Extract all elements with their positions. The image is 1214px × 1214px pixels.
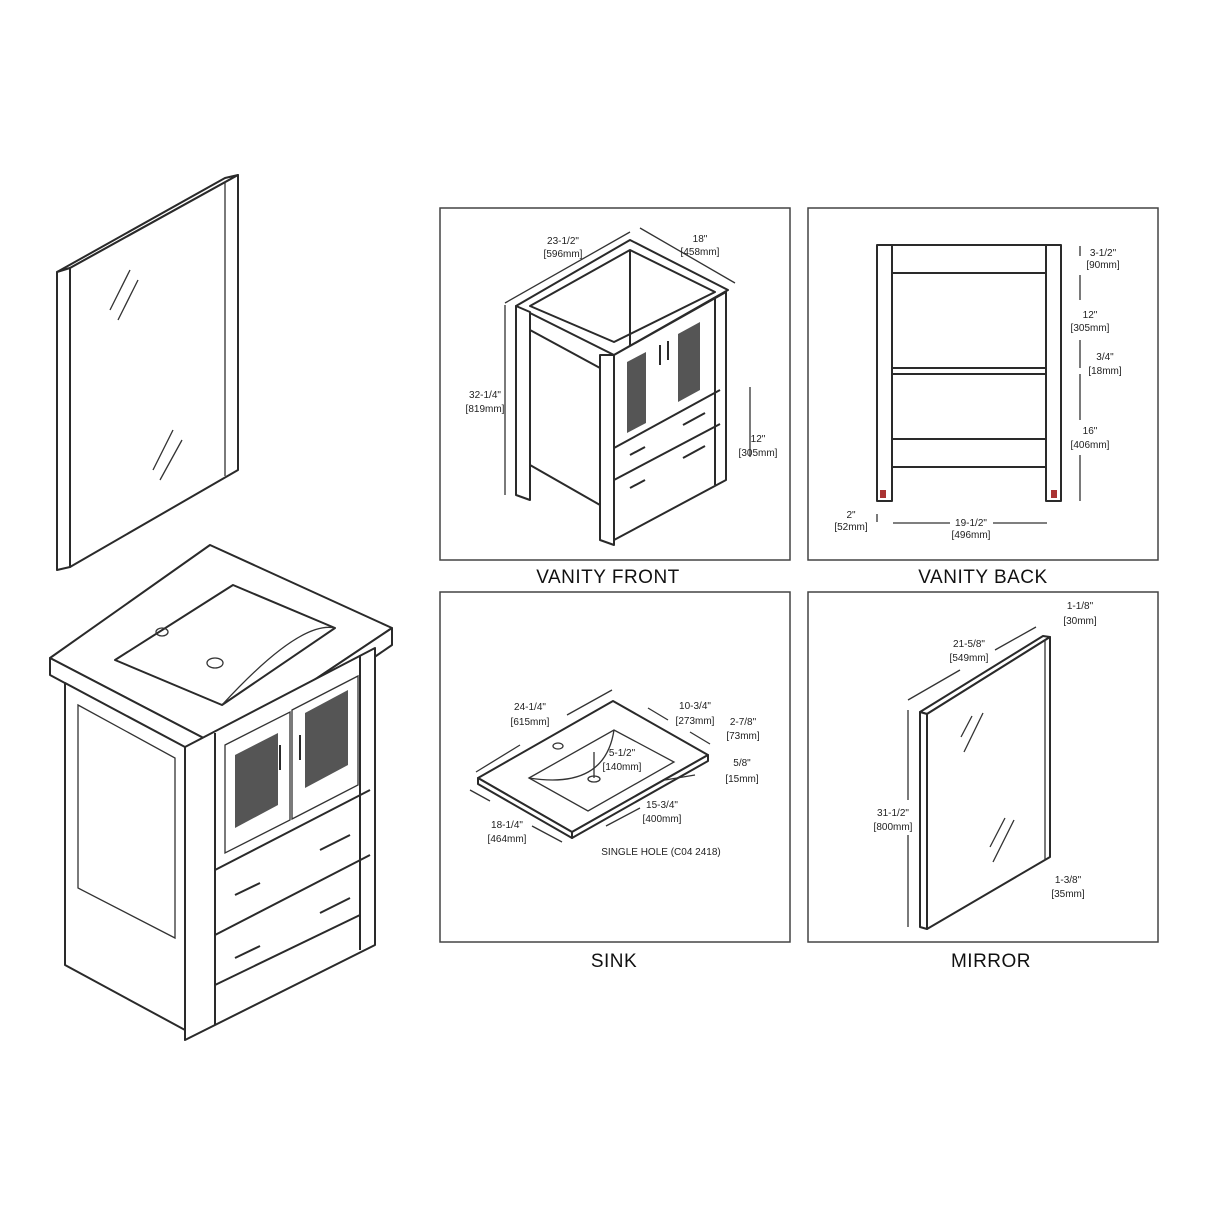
back-inner-in: 19-1/2" bbox=[955, 518, 987, 529]
vanity-illustration bbox=[49, 544, 393, 1041]
back-upper-mm: [305mm] bbox=[1071, 323, 1110, 334]
sink-basin-depth-in: 5-1/2" bbox=[609, 748, 636, 759]
sink-thick-mm: [15mm] bbox=[725, 774, 759, 785]
sink-side-in: 2-7/8" bbox=[730, 717, 757, 728]
front-drawer-in: 12" bbox=[751, 434, 766, 445]
mirror-depth-mm: [30mm] bbox=[1063, 616, 1097, 627]
sink-drawing bbox=[469, 689, 711, 843]
sink-note: SINGLE HOLE (C04 2418) bbox=[601, 847, 721, 858]
front-width-mm: [596mm] bbox=[544, 249, 583, 260]
front-height-in: 32-1/4" bbox=[469, 390, 501, 401]
back-top-mm: [90mm] bbox=[1086, 260, 1120, 271]
back-upper-in: 12" bbox=[1083, 310, 1098, 321]
mirror-width-mm: [549mm] bbox=[950, 653, 989, 664]
mirror-frame-mm: [35mm] bbox=[1051, 889, 1085, 900]
sink-title: SINK bbox=[591, 951, 637, 972]
vanity-front-title: VANITY FRONT bbox=[536, 567, 680, 588]
back-lower-mm: [406mm] bbox=[1071, 440, 1110, 451]
sink-basin-mm: [400mm] bbox=[643, 814, 682, 825]
back-shelf-mm: [18mm] bbox=[1088, 366, 1122, 377]
sink-back-mm: [273mm] bbox=[676, 716, 715, 727]
sink-side-mm: [73mm] bbox=[726, 731, 760, 742]
sink-basin-in: 15-3/4" bbox=[646, 800, 678, 811]
mirror-depth-in: 1-1/8" bbox=[1067, 601, 1094, 612]
mirror-frame-in: 1-3/8" bbox=[1055, 875, 1082, 886]
mirror-height-in: 31-1/2" bbox=[877, 808, 909, 819]
vanity-front-panel bbox=[439, 207, 791, 561]
back-inner-mm: [496mm] bbox=[952, 530, 991, 541]
back-leg-mm: [52mm] bbox=[834, 522, 868, 533]
sink-basin-depth-mm: [140mm] bbox=[603, 762, 642, 773]
front-depth-in: 18" bbox=[693, 234, 708, 245]
sink-depth-in: 18-1/4" bbox=[491, 820, 523, 831]
sink-back-in: 10-3/4" bbox=[679, 701, 711, 712]
mirror-title: MIRROR bbox=[951, 951, 1031, 972]
back-leg-in: 2" bbox=[846, 510, 856, 521]
vanity-front-drawing bbox=[504, 227, 751, 546]
back-lower-in: 16" bbox=[1083, 426, 1098, 437]
front-depth-mm: [458mm] bbox=[681, 247, 720, 258]
back-top-in: 3-1/2" bbox=[1090, 248, 1117, 259]
vanity-back-title: VANITY BACK bbox=[918, 567, 1047, 588]
mirror-panel bbox=[807, 591, 1159, 943]
vanity-back-drawing bbox=[876, 244, 1081, 524]
mirror-illustration bbox=[56, 174, 239, 571]
sink-thick-in: 5/8" bbox=[733, 758, 751, 769]
back-shelf-in: 3/4" bbox=[1096, 352, 1114, 363]
mirror-drawing bbox=[907, 626, 1051, 930]
front-height-mm: [819mm] bbox=[466, 404, 505, 415]
mirror-height-mm: [800mm] bbox=[874, 822, 913, 833]
sink-width-in: 24-1/4" bbox=[514, 702, 546, 713]
sink-panel bbox=[439, 591, 791, 943]
front-width-in: 23-1/2" bbox=[547, 236, 579, 247]
sink-depth-mm: [464mm] bbox=[488, 834, 527, 845]
mirror-width-in: 21-5/8" bbox=[953, 639, 985, 650]
front-drawer-mm: [305mm] bbox=[739, 448, 778, 459]
vanity-back-panel bbox=[807, 207, 1159, 561]
sink-width-mm: [615mm] bbox=[511, 717, 550, 728]
